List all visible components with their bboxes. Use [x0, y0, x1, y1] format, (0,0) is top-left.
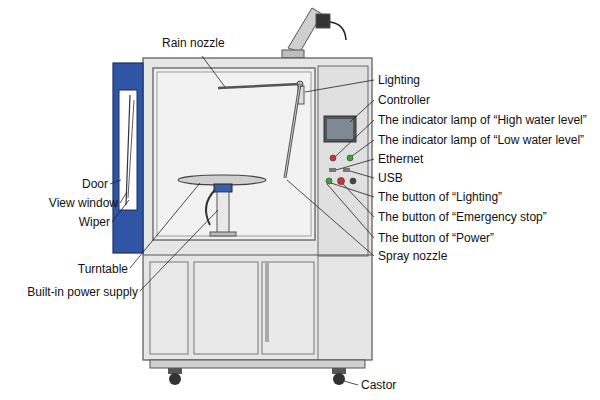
- part-label: Ethernet: [378, 152, 423, 166]
- part-label: Lighting: [378, 73, 420, 87]
- part-label: The button of “Lighting”: [378, 190, 502, 204]
- part-label: The button of “Emergency stop”: [378, 210, 547, 224]
- part-label: Rain nozzle: [162, 36, 225, 50]
- part-label: Wiper: [79, 215, 110, 229]
- part-label: Spray nozzle: [378, 249, 447, 263]
- part-label: Castor: [361, 378, 396, 392]
- part-label: View window: [49, 196, 118, 210]
- part-label: The indicator lamp of “High water level”: [378, 113, 587, 127]
- part-label: The button of “Power”: [378, 231, 494, 245]
- part-label: USB: [378, 171, 403, 185]
- part-label: Turntable: [78, 262, 128, 276]
- part-label: Built-in power supply: [27, 285, 138, 299]
- part-label: The indicator lamp of “Low water level”: [378, 133, 584, 147]
- part-label: Controller: [378, 93, 430, 107]
- part-label: Door: [82, 177, 108, 191]
